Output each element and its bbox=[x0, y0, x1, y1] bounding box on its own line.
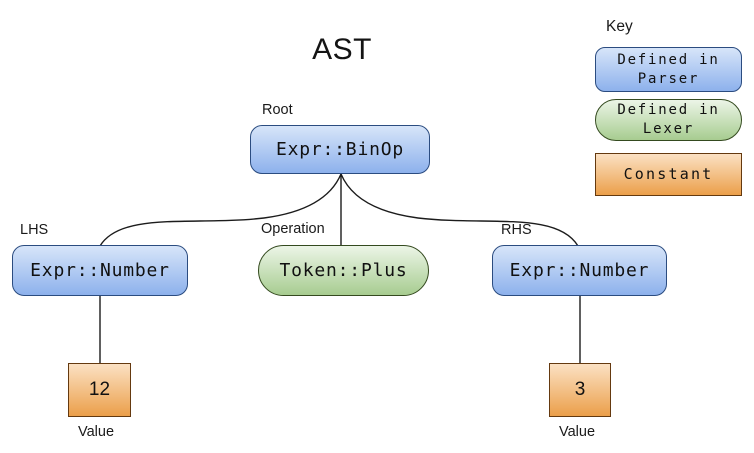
lhs-value-tag: Value bbox=[78, 424, 115, 440]
key-heading: Key bbox=[606, 18, 633, 35]
node-rhs-constant-value: 3 bbox=[549, 363, 611, 417]
key-item-defined-in-parser: Defined in Parser bbox=[595, 47, 742, 92]
lhs-tag: LHS bbox=[20, 222, 49, 238]
diagram-title: AST bbox=[312, 33, 372, 66]
key-item-defined-in-lexer: Defined in Lexer bbox=[595, 99, 742, 141]
root-tag: Root bbox=[262, 102, 293, 118]
node-operation-token-plus: Token::Plus bbox=[258, 245, 429, 296]
key-item-constant: Constant bbox=[595, 153, 742, 196]
rhs-value-tag: Value bbox=[559, 424, 596, 440]
edge-root-rhs bbox=[340, 173, 579, 247]
node-lhs-constant-value: 12 bbox=[68, 363, 131, 417]
operation-tag: Operation bbox=[261, 221, 325, 237]
node-lhs-expr-number: Expr::Number bbox=[12, 245, 188, 296]
node-root-expr-binop: Expr::BinOp bbox=[250, 125, 430, 174]
node-rhs-expr-number: Expr::Number bbox=[492, 245, 667, 296]
rhs-tag: RHS bbox=[501, 222, 532, 238]
